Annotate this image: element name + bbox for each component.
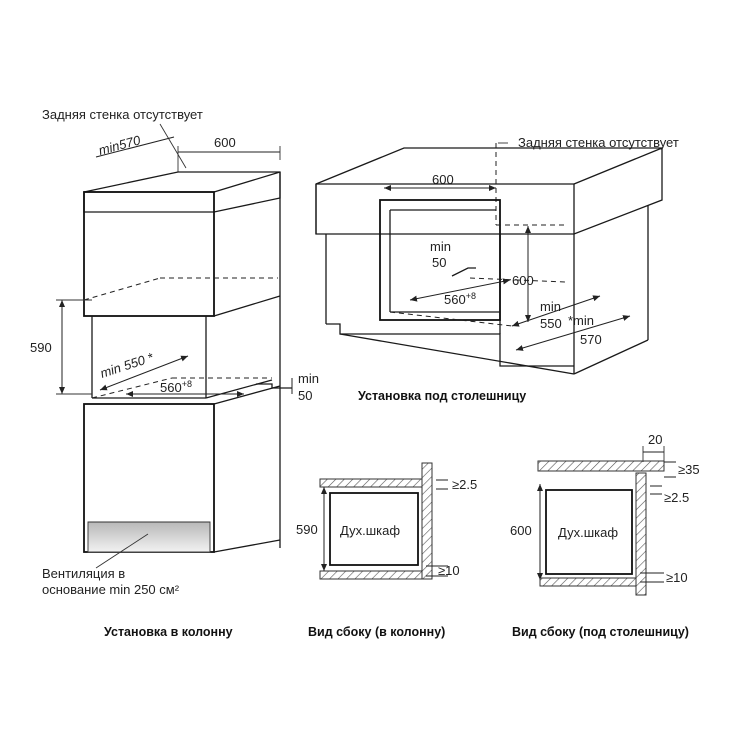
dim-gap35: ≥35	[678, 462, 700, 477]
ventilation-opening	[87, 521, 211, 553]
niche-dashed-edge	[91, 377, 173, 399]
dim-min-550-b: 550	[540, 316, 562, 331]
dim-gap-bottom-column: ≥10	[438, 563, 460, 578]
dim-min550: min 550 *	[98, 349, 156, 381]
leader-line	[95, 533, 149, 569]
oven-label-column: Дух.шкаф	[340, 523, 400, 538]
niche-dashed-edge	[83, 277, 161, 301]
column-installation-drawing: Задняя стенка отсутствует min570 600 590	[30, 107, 319, 639]
under-counter-installation-drawing: Задняя стенка отсутствует 600 min 50	[315, 135, 679, 403]
top-shelf-section	[319, 478, 423, 488]
min50-notch	[451, 267, 476, 277]
bottom-shelf-section	[319, 570, 423, 580]
niche-dashed	[389, 311, 513, 327]
dim-line-560	[409, 278, 511, 302]
ventilation-label-line1: Вентиляция в	[42, 566, 125, 581]
ventilation-label-line2: основание min 250 см²	[42, 582, 180, 597]
dim-min-550-a: min	[540, 299, 561, 314]
dim-star-min: *min	[568, 313, 594, 328]
oven-body	[329, 492, 419, 566]
dim-min50-counter: 50	[432, 255, 446, 270]
dim-600-side: 600	[510, 523, 532, 538]
dim-min50: 50	[298, 388, 312, 403]
lower-cabinet-bottom-edge	[213, 539, 281, 553]
cabinet-wall-section	[421, 462, 433, 580]
plinth-side	[573, 339, 649, 375]
min50-notch	[256, 383, 292, 389]
caption-install-under-counter: Установка под столешницу	[358, 389, 526, 403]
dim-570: 570	[580, 332, 602, 347]
niche-frame	[379, 199, 501, 321]
dim-line-min550	[99, 355, 189, 391]
no-back-wall-label-left: Задняя стенка отсутствует	[42, 107, 203, 122]
side-view-column-drawing: Дух.шкаф 590 ≥2.5 ≥10 Вид сбоку (в колон…	[296, 462, 477, 639]
upper-cabinet-front	[83, 191, 215, 317]
cabinet-plinth	[326, 323, 574, 367]
countertop	[315, 147, 663, 235]
caption-install-column: Установка в колонну	[104, 625, 233, 639]
dim-560: 560+8	[160, 379, 192, 395]
dim-20: 20	[648, 432, 662, 447]
plinth-floor	[339, 333, 575, 375]
dim-line-570	[515, 315, 631, 351]
upper-cabinet-bottom-edge	[213, 295, 281, 317]
bottom-shelf-section	[539, 577, 637, 587]
niche-dashed	[469, 277, 567, 283]
dim-590-side: 590	[296, 522, 318, 537]
dim-560-counter: 560+8	[444, 291, 476, 307]
cabinet-wall-section	[635, 472, 647, 596]
dim-min570: min570	[97, 132, 143, 158]
no-back-wall-label-right: Задняя стенка отсутствует	[518, 135, 679, 150]
side-view-counter-drawing: Дух.шкаф 600 20 ≥35 ≥2.5 ≥10 Вид сбоку (…	[510, 432, 700, 639]
upper-cabinet-edge	[213, 171, 281, 193]
dim-gap-top-counter: ≥2.5	[664, 490, 689, 505]
lower-cabinet-top-edge	[213, 385, 281, 405]
oven-body	[545, 489, 633, 575]
dim-line-min570	[95, 136, 175, 158]
caption-side-view-column: Вид сбоку (в колонну)	[308, 625, 445, 639]
countertop-edge	[573, 147, 663, 185]
dim-min-label: min	[298, 371, 319, 386]
dim-600-counter: 600	[432, 172, 454, 187]
countertop-section	[537, 460, 665, 472]
leader-line	[159, 123, 187, 169]
oven-label-counter: Дух.шкаф	[558, 525, 618, 540]
dim-590: 590	[30, 340, 52, 355]
dim-gap-bottom-counter: ≥10	[666, 570, 688, 585]
niche-floor-side	[205, 379, 273, 399]
dim-min-label: min	[430, 239, 451, 254]
caption-side-view-counter: Вид сбоку (под столешницу)	[512, 625, 689, 639]
dim-600-height: 600	[512, 273, 534, 288]
dim-600: 600	[214, 135, 236, 150]
dim-gap-top-column: ≥2.5	[452, 477, 477, 492]
